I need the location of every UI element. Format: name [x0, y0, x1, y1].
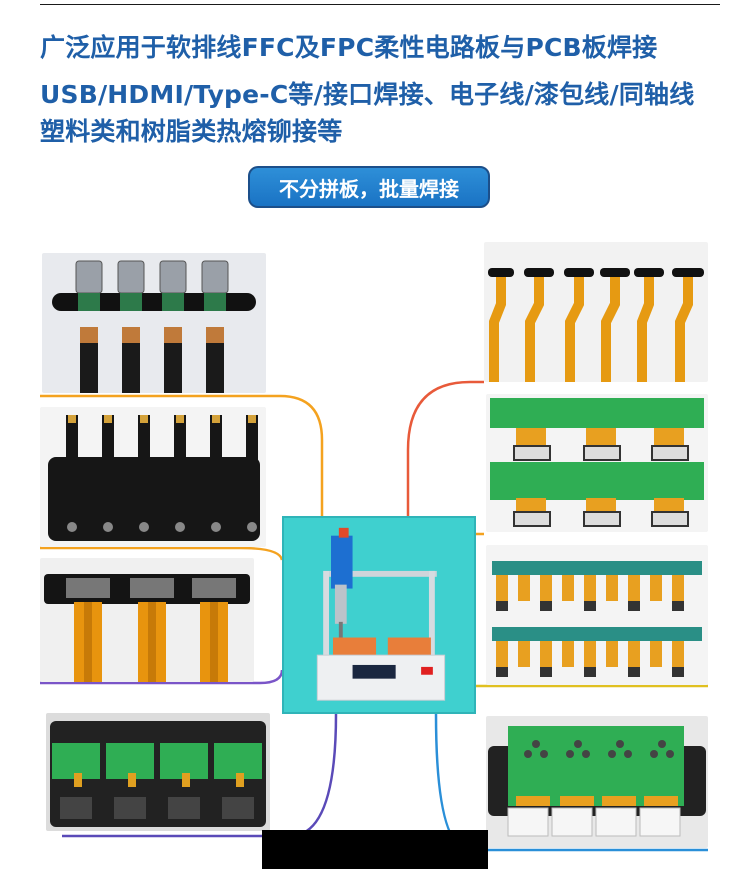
pcb-on-fixture-photo	[46, 713, 270, 831]
fpc-connector-photo	[40, 558, 254, 682]
headline-line-1: 广泛应用于软排线FFC及FPC柔性电路板与PCB板焊接	[40, 33, 658, 62]
golden-fpc-ribbons-photo	[484, 242, 708, 382]
green-pcb-oled-photo	[486, 394, 708, 532]
top-rule	[40, 4, 720, 5]
bottom-black-bar	[262, 830, 488, 869]
black-fpc-modules-photo	[40, 407, 266, 547]
batch-welding-tag: 不分拼板，批量焊接	[248, 166, 490, 208]
soldering-machine-panel	[282, 516, 476, 714]
typec-cable-solder-photo	[42, 253, 266, 393]
soldering-machine-illustration	[316, 527, 446, 701]
headline-line-3: 塑料类和树脂类热熔铆接等	[40, 117, 343, 146]
blue-pcb-fpc-array-photo	[486, 545, 708, 685]
pcb-button-panels-photo	[486, 716, 708, 848]
headline-line-2: USB/HDMI/Type-C等/接口焊接、电子线/漆包线/同轴线	[40, 80, 695, 109]
